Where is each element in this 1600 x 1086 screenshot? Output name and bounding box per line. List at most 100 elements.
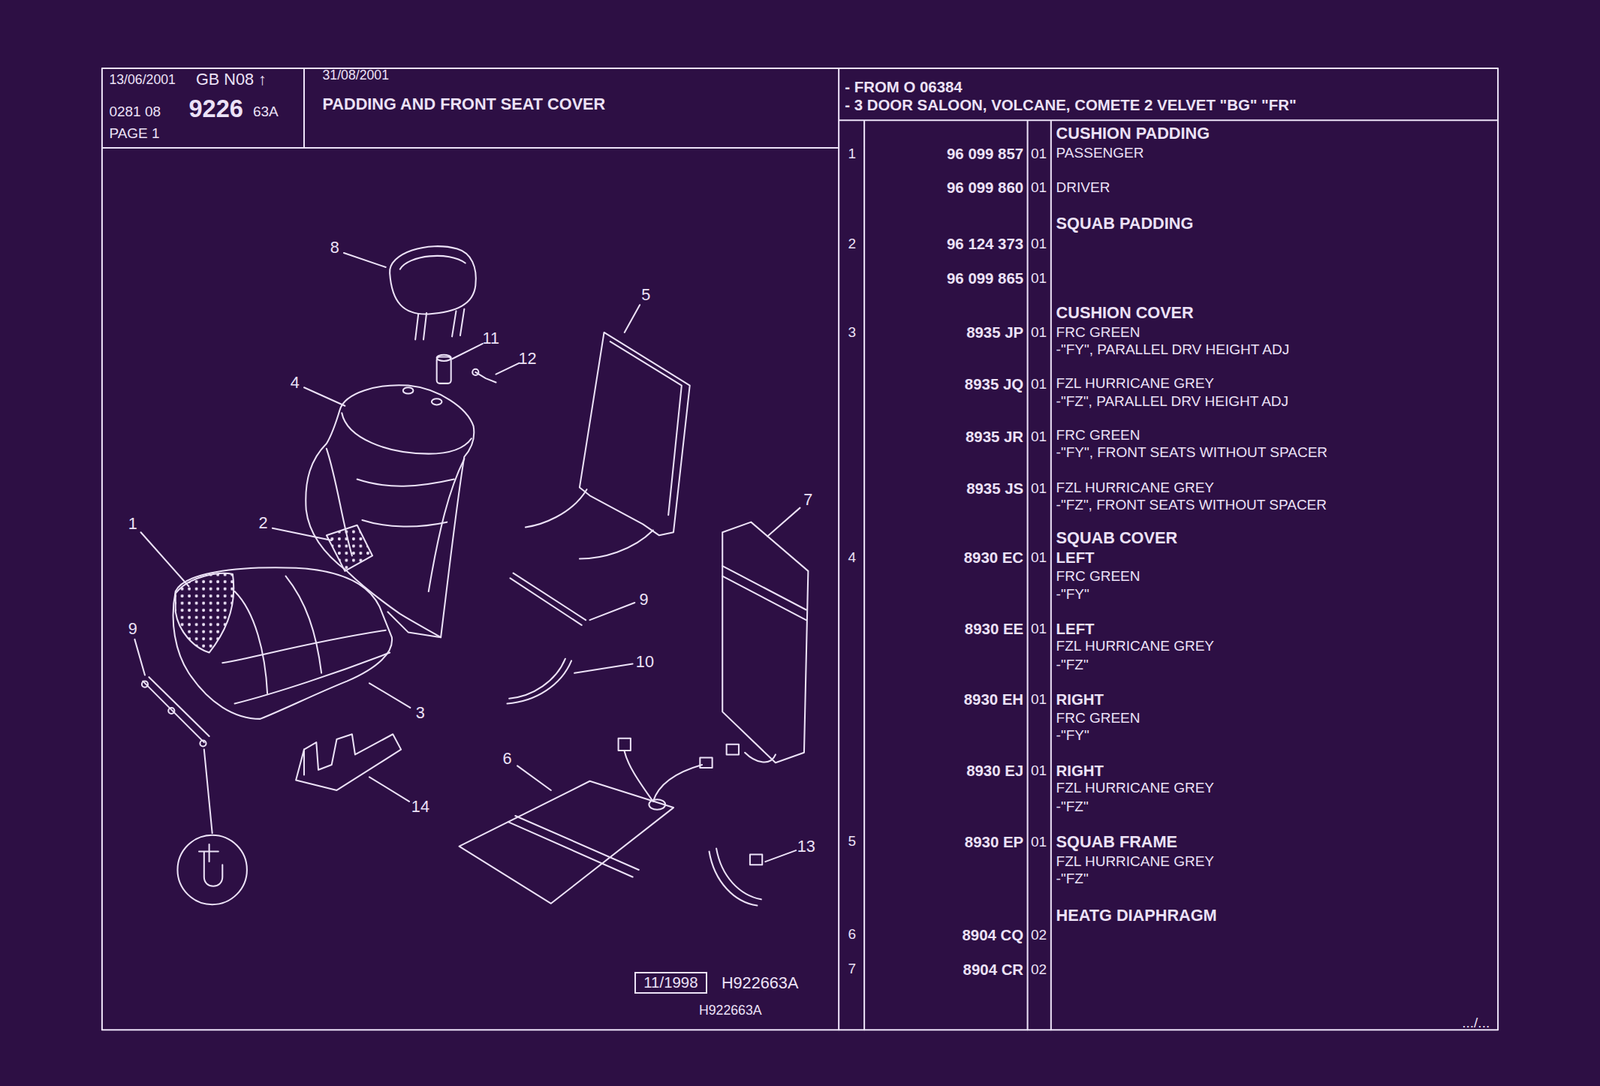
table-cell: 02 xyxy=(1030,927,1047,944)
description: -"FZ" xyxy=(1056,871,1089,888)
description: FRC GREEN xyxy=(1056,427,1141,444)
header-text: LEFT xyxy=(1056,620,1095,638)
description: -"FZ", PARALLEL DRV HEIGHT ADJ xyxy=(1056,394,1289,410)
description: FZL HURRICANE GREY xyxy=(1056,780,1215,797)
date-box: 11/1998 xyxy=(634,972,708,995)
description: PAGE 1 xyxy=(108,126,160,142)
callout-number: 3 xyxy=(415,704,425,723)
part-number: 8904 CQ xyxy=(961,927,1024,944)
group-heading: CUSHION PADDING xyxy=(1056,124,1210,143)
callout-number: 6 xyxy=(502,750,512,769)
table-cell: 01 xyxy=(1030,550,1047,567)
table-cell: 01 xyxy=(1030,324,1047,341)
callout-number: 9 xyxy=(128,620,138,639)
description: -"FZ" xyxy=(1056,656,1089,673)
seat-drawing xyxy=(141,246,808,906)
callout-number: 1 xyxy=(128,515,138,534)
group-heading: SQUAB COVER xyxy=(1056,529,1178,548)
header-cell: 13/06/2001 GB N08 ↑ 0281 08 9226 63A PAGE 1 xyxy=(102,68,305,148)
table-cell: 01 xyxy=(1030,235,1047,252)
table-cell: 7 xyxy=(848,961,857,977)
part-number: 8930 EE xyxy=(964,620,1024,638)
callout-number: 5 xyxy=(641,286,651,305)
callout-number: 9 xyxy=(639,590,649,609)
description: 0281 08 xyxy=(108,104,161,121)
table-cell: 01 xyxy=(1030,834,1047,851)
table-cell: 1 xyxy=(848,146,857,163)
part-number: 8935 JP xyxy=(966,324,1024,341)
description: FRC GREEN xyxy=(1056,710,1141,727)
header-text: 31/08/2001 xyxy=(322,68,390,83)
part-number: 96 099 860 xyxy=(946,179,1024,196)
header-text: - 3 DOOR SALOON, VOLCANE, COMETE 2 VELVE… xyxy=(844,96,1296,114)
group-heading: HEATG DIAPHRAGM xyxy=(1056,906,1218,926)
sheet-number: 9226 xyxy=(188,95,243,123)
applicability-cell: - FROM O 06384- 3 DOOR SALOON, VOLCANE, … xyxy=(838,68,1498,121)
description: FZL HURRICANE GREY xyxy=(1056,854,1215,871)
title-cell: 31/08/2001PADDING AND FRONT SEAT COVER xyxy=(304,68,839,148)
part-number: 8935 JS xyxy=(966,480,1024,498)
description: FZL HURRICANE GREY xyxy=(1056,375,1215,392)
part-number: 96 124 373 xyxy=(946,235,1024,252)
description: -"FZ", FRONT SEATS WITHOUT SPACER xyxy=(1056,497,1327,513)
table-cell: 6 xyxy=(848,926,857,943)
part-number: 96 099 865 xyxy=(946,270,1024,287)
description: -"FY" xyxy=(1056,727,1090,744)
table-cell: 01 xyxy=(1030,480,1047,497)
group-heading: SQUAB FRAME xyxy=(1056,833,1178,852)
part-number: 8935 JR xyxy=(965,427,1024,445)
table-cell: 5 xyxy=(848,833,857,850)
table-cell: 4 xyxy=(848,550,857,567)
description: FRC GREEN xyxy=(1056,324,1141,341)
callout-number: 13 xyxy=(797,837,816,856)
description: -"FZ" xyxy=(1056,798,1089,815)
callout-number: 7 xyxy=(803,491,813,510)
header-text: RIGHT xyxy=(1056,691,1104,709)
header-text: 13/06/2001 xyxy=(108,73,176,88)
description: -"FY", FRONT SEATS WITHOUT SPACER xyxy=(1056,445,1329,462)
frame xyxy=(102,68,1498,1031)
table-cell: 3 xyxy=(848,324,857,341)
header-text: GB N08 ↑ xyxy=(195,70,267,89)
table-cell: 02 xyxy=(1030,962,1047,979)
description: FRC GREEN xyxy=(1056,568,1141,585)
leader-lines xyxy=(134,253,800,862)
group-heading: SQUAB PADDING xyxy=(1056,214,1194,233)
table-cell: 01 xyxy=(1030,180,1047,196)
callout-number: 11 xyxy=(482,329,500,348)
header-text: LEFT xyxy=(1056,549,1095,567)
description: FZL HURRICANE GREY xyxy=(1056,638,1215,655)
part-number: 96 099 857 xyxy=(946,145,1024,163)
part-number: 8930 EC xyxy=(964,549,1024,567)
description: FZL HURRICANE GREY xyxy=(1056,479,1215,496)
table-cell: 2 xyxy=(848,235,857,252)
part-number: 8935 JQ xyxy=(964,376,1024,393)
header-text: H922663A xyxy=(721,974,799,993)
callout-number: 4 xyxy=(290,373,300,392)
description: -"FY", PARALLEL DRV HEIGHT ADJ xyxy=(1056,342,1290,359)
callout-number: 14 xyxy=(411,798,430,817)
callout-number: 12 xyxy=(518,349,537,368)
header-text: H922663A xyxy=(699,1003,763,1019)
part-number: 8930 EP xyxy=(964,834,1024,851)
callout-number: 2 xyxy=(259,514,269,533)
table-cell: 01 xyxy=(1030,146,1047,163)
table-cell: 01 xyxy=(1030,376,1047,393)
part-number: 8904 CR xyxy=(963,961,1024,979)
part-number: 8930 EH xyxy=(964,691,1024,709)
header-text: RIGHT xyxy=(1056,762,1104,780)
header-text: - FROM O 06384 xyxy=(844,78,962,95)
continuation-mark: .../... xyxy=(1461,1015,1490,1031)
table-cell: 01 xyxy=(1030,621,1047,638)
part-number: 8930 EJ xyxy=(966,762,1024,780)
date-text: 11/1998 xyxy=(643,974,699,992)
description: 63A xyxy=(253,104,279,121)
table-cell: 01 xyxy=(1030,270,1047,287)
description: -"FY" xyxy=(1056,587,1090,603)
callout-number: 8 xyxy=(330,238,340,257)
table-cell: 01 xyxy=(1030,692,1047,709)
group-heading: CUSHION COVER xyxy=(1056,304,1194,323)
table-cell: 01 xyxy=(1030,428,1047,445)
description: PASSENGER xyxy=(1056,144,1145,161)
description: DRIVER xyxy=(1056,180,1111,196)
